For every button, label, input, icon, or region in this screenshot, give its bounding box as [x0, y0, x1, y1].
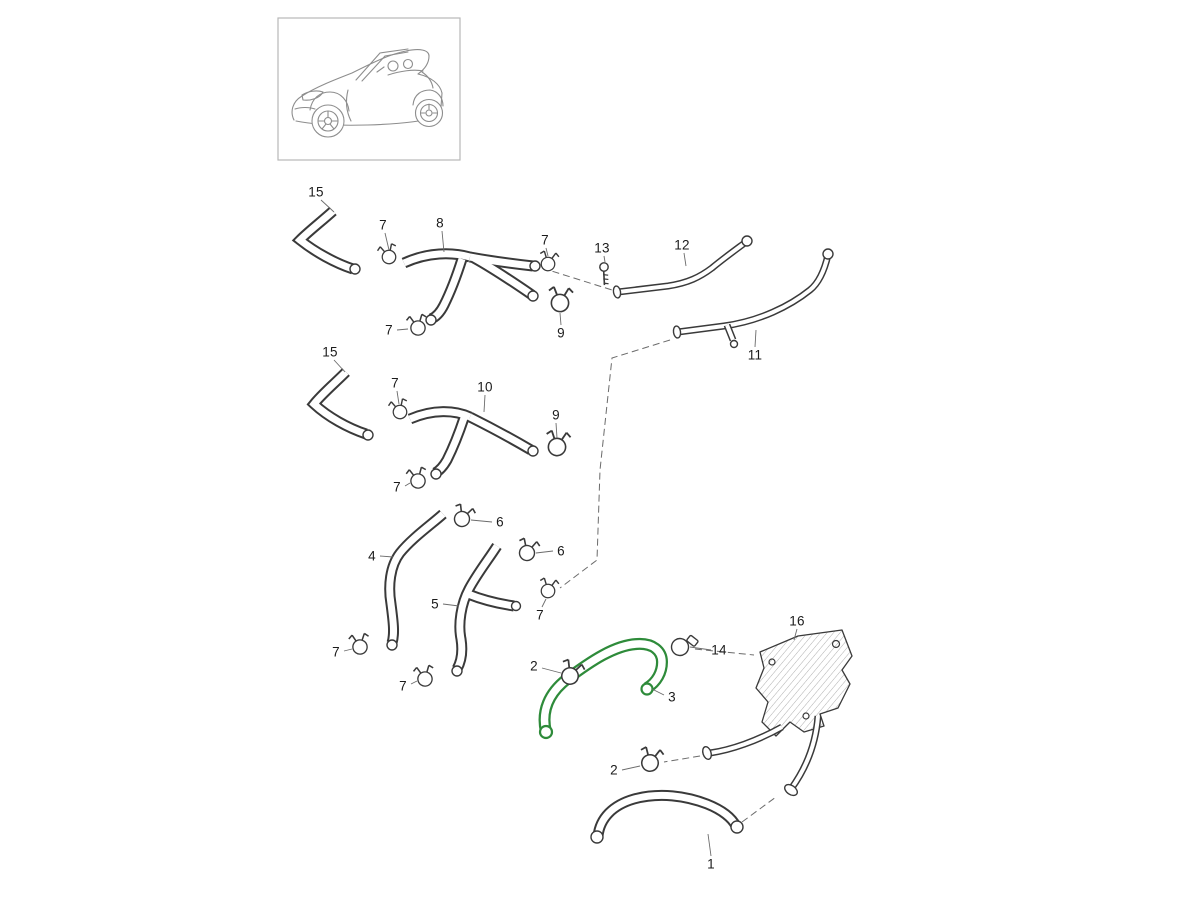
leader-line-6-2 [535, 550, 554, 554]
leader-line-3 [651, 688, 665, 696]
pipe-12 [612, 235, 753, 299]
leader-line-2-2 [621, 765, 641, 771]
leader-line-15-upper [320, 199, 335, 213]
clamp-7 [347, 632, 372, 657]
clamp-7 [405, 312, 430, 338]
leader-line-7-3 [396, 328, 409, 331]
leader-line-7-8 [410, 680, 418, 685]
clamp-6 [448, 501, 478, 531]
leader-line-7-6 [541, 598, 547, 608]
leader-line-11 [754, 329, 757, 348]
clamp-9 [546, 285, 575, 314]
car-thumbnail-box [277, 17, 461, 161]
leader-line-9-2 [555, 422, 558, 439]
bolt-13-icon [593, 260, 616, 287]
hose-10 [410, 412, 539, 480]
leader-lines [320, 199, 798, 857]
pipe-11 [672, 248, 834, 349]
leader-line-7-5 [404, 482, 411, 487]
leader-line-4 [379, 555, 394, 558]
hose-8 [404, 254, 541, 326]
leader-line-15-lower [333, 359, 346, 373]
clamp-2 [636, 745, 666, 775]
porsche-convertible-icon [291, 48, 444, 138]
leader-line-2-1 [541, 667, 562, 674]
clamp-7 [536, 249, 561, 274]
dashed-reference-lines [541, 267, 777, 823]
clamp-7 [536, 576, 561, 601]
hose-1 [590, 795, 744, 844]
hose-15-upper [300, 211, 361, 275]
hose-5 [451, 546, 522, 677]
leader-line-13 [603, 255, 606, 263]
clamp-14 [669, 631, 701, 660]
leader-line-9-1 [559, 312, 562, 326]
leader-line-1 [707, 833, 712, 857]
leader-line-7-7 [343, 648, 353, 652]
leader-line-8 [441, 230, 445, 253]
leader-line-12 [683, 252, 687, 267]
leader-line-7-4 [396, 390, 400, 405]
clamp-9 [542, 429, 573, 459]
leader-line-5 [442, 603, 460, 607]
water-guide-housing-16 [701, 629, 853, 797]
clamp-6 [514, 536, 542, 564]
leader-line-14 [689, 646, 712, 651]
clamp-7 [404, 465, 430, 491]
leader-line-16 [793, 628, 798, 641]
leader-line-6-1 [470, 519, 493, 523]
hose-15-lower [314, 372, 374, 441]
clamp-7 [412, 663, 437, 689]
leader-line-10 [483, 394, 486, 413]
clamp-7 [387, 397, 412, 422]
hose-4 [387, 514, 443, 651]
hose-3-highlighted [540, 644, 662, 740]
leader-line-7-1 [384, 232, 390, 251]
leader-line-7-2 [545, 247, 549, 257]
